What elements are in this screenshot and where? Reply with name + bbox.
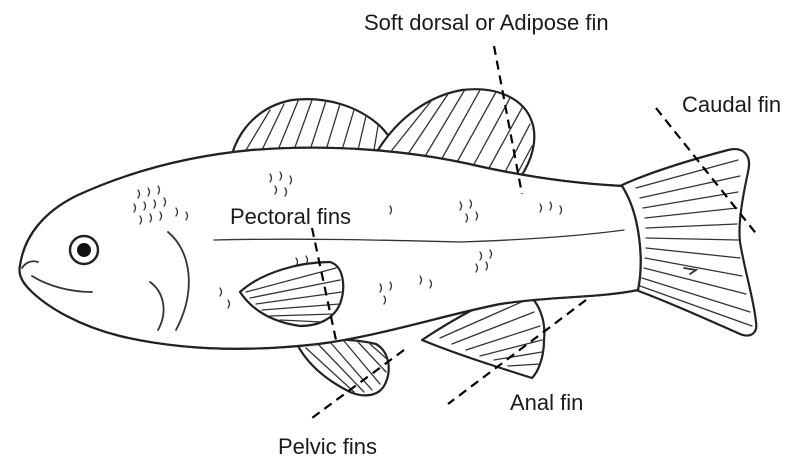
pectoral-fins-label: Pectoral fins: [230, 206, 351, 228]
caudal-fin-label: Caudal fin: [682, 94, 781, 116]
anal-fin-label: Anal fin: [510, 392, 583, 414]
soft-dorsal-fin-label: Soft dorsal or Adipose fin: [364, 12, 609, 34]
pelvic-fins-label: Pelvic fins: [278, 436, 377, 458]
fish-body: [19, 148, 640, 349]
eye: [70, 236, 98, 264]
pelvic-fin: [298, 340, 389, 396]
spiny-dorsal-fin: [232, 99, 394, 154]
